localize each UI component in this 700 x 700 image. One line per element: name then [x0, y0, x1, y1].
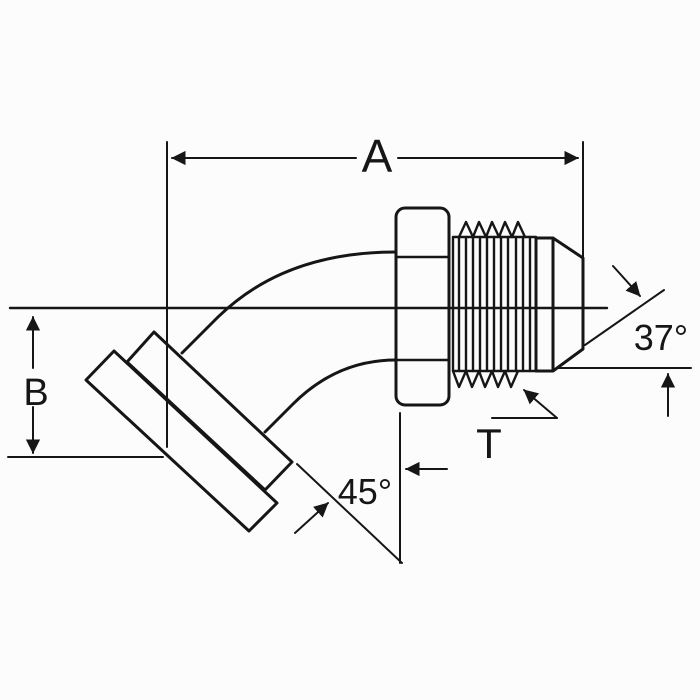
thread-label: T: [476, 420, 502, 467]
tube-lower-wall: [263, 358, 398, 434]
elbow-angle-face-line: [296, 463, 403, 564]
thread-leader-arrow: [523, 389, 558, 419]
dim-a-label: A: [362, 130, 393, 182]
elbow-angle-annotation: 45°: [294, 412, 448, 564]
elbow-angle-label: 45°: [338, 471, 392, 512]
thread-crests-bottom: [451, 369, 520, 389]
flare-angle-line: [584, 289, 665, 346]
dim-b-label: B: [23, 372, 48, 414]
dimension-b: B: [7, 316, 164, 458]
flare-cone: [534, 236, 585, 373]
thread-crests-top: [457, 220, 527, 239]
tube-upper-wall: [180, 250, 398, 355]
male-threads: [451, 220, 538, 389]
flange-boss: [125, 330, 294, 492]
flare-angle-annotation: 37°: [556, 265, 692, 417]
elbow-angle-arrow-diag: [294, 502, 329, 534]
thread-callout: T: [476, 389, 558, 467]
hex-nut: [394, 206, 451, 407]
flange-plate: [84, 349, 279, 533]
flare-angle-leader-arrow: [612, 265, 641, 297]
dimension-a: A: [166, 130, 584, 448]
flare-angle-label: 37°: [634, 317, 688, 358]
